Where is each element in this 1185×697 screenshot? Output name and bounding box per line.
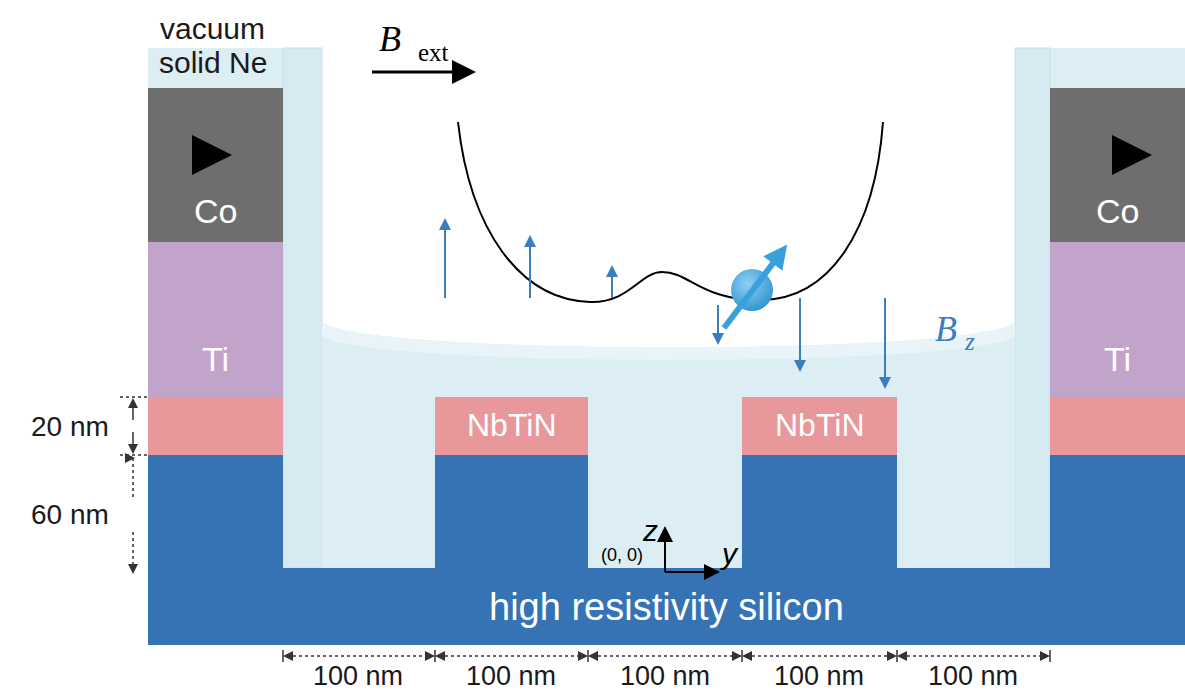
layer-label: NbTiN: [775, 408, 864, 443]
axis-label: y: [722, 537, 737, 570]
neon-wall-right: [1015, 48, 1050, 568]
titanium-layer: Ti: [1050, 242, 1185, 397]
region-label: vacuum: [160, 12, 265, 45]
neon-fill: [322, 322, 1015, 568]
dimension-label: 100 nm: [620, 662, 710, 692]
silicon-pillar: [742, 455, 897, 569]
dimension-label: 20 nm: [31, 412, 109, 443]
region-label: solid Ne: [159, 46, 267, 79]
layer-label: NbTiN: [467, 408, 556, 443]
z-axis: [664, 530, 666, 572]
dimension-label: 100 nm: [774, 662, 864, 692]
nbtin-layer: [148, 397, 283, 455]
magnetization-arrow: [1113, 153, 1142, 158]
cobalt-layer: Co: [1050, 88, 1185, 242]
neon-wall-left: [283, 48, 322, 568]
axis-label: z: [643, 514, 658, 547]
layer-label: high resistivity silicon: [489, 587, 844, 629]
field-symbol: B: [935, 310, 957, 350]
silicon-pillar: [435, 455, 588, 569]
dimension-label: 60 nm: [31, 500, 109, 531]
layer-label: Co: [1096, 193, 1139, 230]
bottom-dimensions: [285, 655, 1048, 657]
cobalt-layer: Co: [148, 88, 283, 242]
magnetization-arrow: [193, 153, 222, 158]
nbtin-electrode: NbTiN: [742, 397, 897, 455]
silicon-substrate: high resistivity silicon: [148, 568, 1185, 645]
field-arrow: [372, 71, 470, 74]
field-subscript: ext: [418, 39, 449, 67]
spin-arrow: [724, 254, 780, 328]
layer-label: Ti: [1104, 341, 1131, 378]
bz-arrows: [445, 220, 885, 387]
neon-surface: [322, 322, 1015, 360]
titanium-layer: Ti: [148, 242, 283, 397]
silicon-pillar: [1050, 455, 1185, 569]
nbtin-electrode: NbTiN: [435, 397, 588, 455]
silicon-pillar: [148, 455, 283, 569]
dimension-label: 100 nm: [466, 662, 556, 692]
field-symbol: B: [379, 20, 401, 60]
dimension-label: 100 nm: [928, 662, 1018, 692]
field-subscript: z: [965, 328, 975, 356]
potential-curve: [458, 122, 883, 302]
dimension-lines: [120, 397, 1050, 662]
dimension-label: 100 nm: [313, 662, 403, 692]
nbtin-layer: [1050, 397, 1185, 455]
layer-label: Co: [194, 193, 237, 230]
origin-label: (0, 0): [601, 546, 643, 566]
y-axis: [665, 571, 716, 573]
layer-label: Ti: [202, 341, 229, 378]
